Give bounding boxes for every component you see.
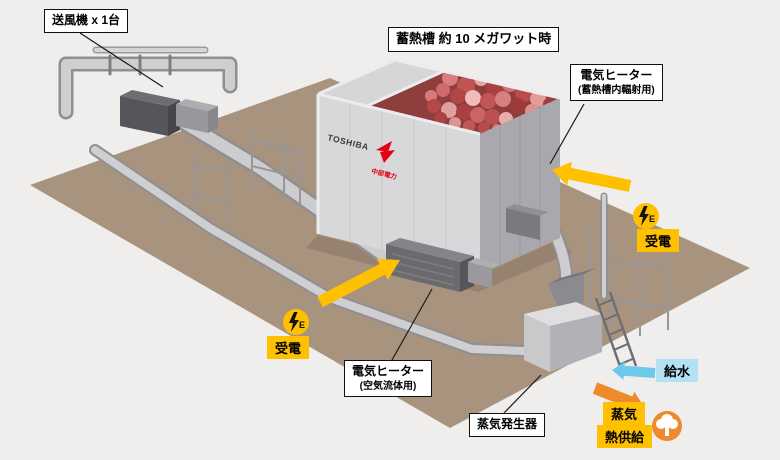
blower-unit (120, 90, 218, 136)
access-ladder (594, 291, 638, 373)
leader-line-blower (79, 32, 164, 88)
callout-blower: 送風機 x 1台 (44, 9, 129, 33)
callout-heater-air: 電気ヒーター (空気流体用) (344, 360, 433, 397)
electric-power-icon-left: E (283, 309, 309, 335)
heat-supply-badge: 熱供給 (597, 425, 653, 448)
heater-air-sub: (空気流体用) (359, 380, 417, 392)
electric-power-icon-right: E (633, 203, 659, 229)
tank-side-unit (506, 204, 548, 240)
callout-heater-radiation: 電気ヒーター (蓄熱槽内輻射用) (570, 64, 663, 101)
water-supply-badge: 給水 (656, 359, 699, 382)
callout-storage-tank: 蓄熱槽 約 10 メガワット時 (388, 27, 560, 52)
leader-line-steam-generator (503, 374, 542, 414)
scaffolding (195, 128, 669, 336)
flow-arrows (317, 161, 656, 413)
power-reception-badge-left: 受電 (267, 336, 310, 359)
leader-lines (79, 32, 585, 414)
heater-air-title: 電気ヒーター (352, 364, 425, 378)
arrow-power-to-air-heater (317, 258, 400, 308)
bolt-letter: E (299, 320, 305, 330)
heater-radiation-sub: (蓄熱槽内輻射用) (578, 84, 655, 96)
steam-generator-unit (524, 268, 638, 373)
storage-tank: TOSHIBA 中部電力 (316, 58, 561, 274)
leader-line-heater-air (391, 288, 433, 361)
arrow-water-supply (612, 361, 656, 380)
air-heater-unit (386, 238, 500, 292)
tank-lid-panel (318, 60, 444, 106)
leader-line-heater-radiation (549, 103, 585, 165)
bolt-letter: E (649, 214, 655, 224)
arrow-power-to-tank (552, 161, 632, 192)
steam-badge: 蒸気 (603, 402, 646, 425)
callout-steam-generator: 蒸気発生器 (469, 413, 546, 437)
power-reception-badge-right: 受電 (637, 229, 680, 252)
tank-front-face (318, 94, 480, 274)
heat-supply-icon (652, 411, 682, 441)
heater-radiation-title: 電気ヒーター (580, 68, 653, 82)
